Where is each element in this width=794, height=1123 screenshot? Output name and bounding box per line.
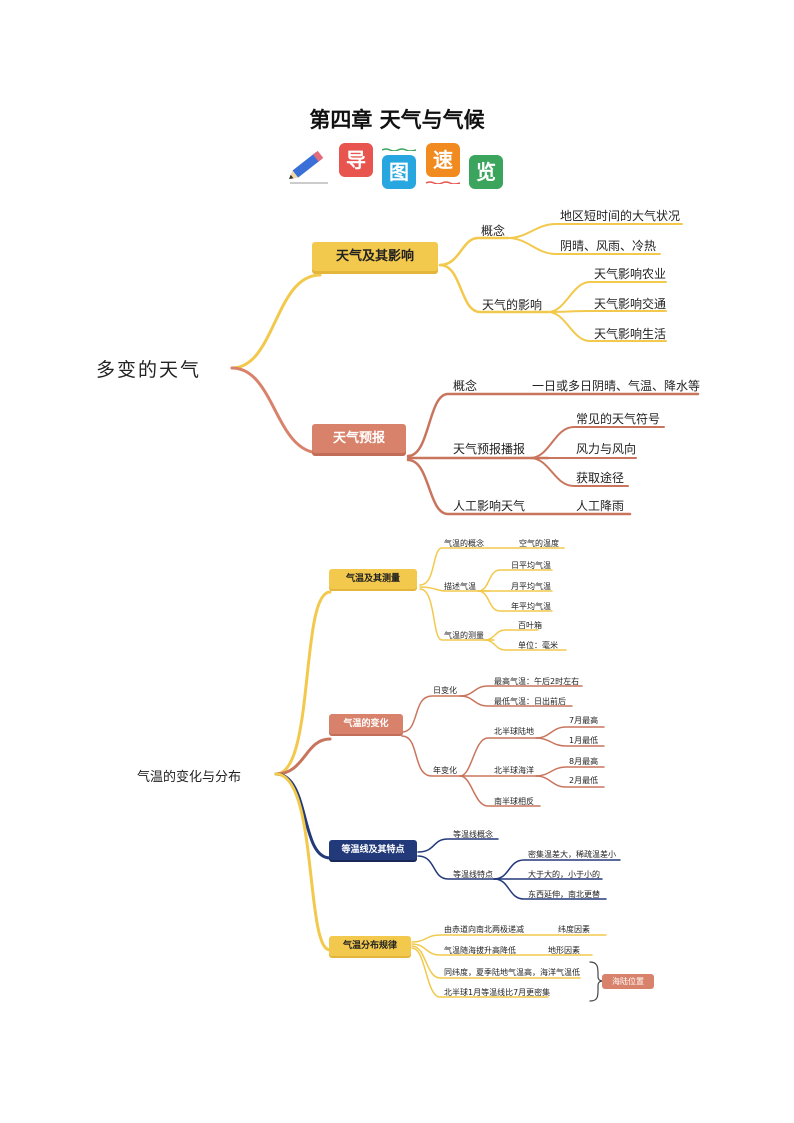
node: 日变化 xyxy=(433,686,457,695)
node: 气温的概念 xyxy=(444,539,484,548)
leaf: 日平均气温 xyxy=(511,561,551,570)
leaf: 天气影响交通 xyxy=(594,297,667,311)
node: 北半球海洋 xyxy=(494,766,534,775)
factor: 纬度因素 xyxy=(558,925,590,934)
node-concept: 概念 xyxy=(481,224,506,238)
leaf: 天气影响农业 xyxy=(594,267,667,281)
node: 北半球陆地 xyxy=(494,727,534,736)
leaf: 东西延伸，南北更替 xyxy=(528,890,600,899)
node: 等温线概念 xyxy=(453,830,493,839)
leaf: 最高气温：午后2时左右 xyxy=(494,677,580,686)
branch-measure: 气温及其测量 xyxy=(329,569,417,589)
leaf: 1月最低 xyxy=(569,736,599,745)
leaf: 年平均气温 xyxy=(511,602,551,611)
leaf: 南半球相反 xyxy=(494,797,534,806)
badge-lan: 览 xyxy=(469,155,503,189)
node-broadcast: 天气预报播报 xyxy=(453,442,526,456)
leaf: 天气影响生活 xyxy=(594,327,667,341)
node: 等温线特点 xyxy=(453,870,493,879)
leaf: 地区短时间的大气状况 xyxy=(560,209,681,223)
branch-change: 气温的变化 xyxy=(329,714,403,734)
leaf: 空气的温度 xyxy=(519,539,559,548)
badge-su: 速 xyxy=(426,143,460,177)
node-human: 人工影响天气 xyxy=(453,499,526,513)
sea-land-factor-tag: 海陆位置 xyxy=(602,974,654,989)
leaf: 人工降雨 xyxy=(576,499,625,513)
leaf: 密集温差大，稀疏温差小 xyxy=(528,850,616,859)
factor: 地形因素 xyxy=(548,946,580,955)
leaf: 一日或多日阴晴、气温、降水等 xyxy=(532,379,701,393)
branch-distribution: 气温分布规律 xyxy=(329,936,411,956)
leaf: 月平均气温 xyxy=(511,582,551,591)
root-temperature: 气温的变化与分布 xyxy=(137,770,242,785)
leaf: 风力与风向 xyxy=(576,442,637,456)
node: 气温的测量 xyxy=(444,631,484,640)
leaf: 2月最低 xyxy=(569,776,599,785)
node: 年变化 xyxy=(433,766,457,775)
leaf: 常见的天气符号 xyxy=(576,412,661,426)
wave-decoration xyxy=(426,181,460,184)
branch-weather-impact: 天气及其影响 xyxy=(312,242,438,271)
leaf: 获取途径 xyxy=(576,471,625,485)
leaf: 最低气温：日出前后 xyxy=(494,697,566,706)
leaf: 由赤道向南北两极递减 xyxy=(444,925,524,934)
leaf: 阴晴、风雨、冷热 xyxy=(560,239,657,253)
branch-forecast: 天气预报 xyxy=(312,424,406,453)
badge-dao: 导 xyxy=(339,143,373,177)
leaf: 7月最高 xyxy=(569,716,599,725)
node: 描述气温 xyxy=(444,582,476,591)
pencil-icon xyxy=(288,150,328,184)
branch-isotherm: 等温线及其特点 xyxy=(329,840,417,860)
leaf: 单位：毫米 xyxy=(518,641,558,650)
root-weather: 多变的天气 xyxy=(96,359,202,381)
leaf: 大于大的，小于小的 xyxy=(528,870,600,879)
node-concept: 概念 xyxy=(453,379,478,393)
wave-decoration xyxy=(382,148,416,151)
leaf: 北半球1月等温线比7月更密集 xyxy=(444,988,551,997)
leaf: 同纬度，夏季陆地气温高，海洋气温低 xyxy=(444,968,580,977)
page-title: 第四章 天气与气候 xyxy=(309,107,485,132)
leaf: 8月最高 xyxy=(569,757,599,766)
node-impact: 天气的影响 xyxy=(482,298,543,312)
leaf: 气温随海拔升高降低 xyxy=(444,946,516,955)
leaf: 百叶箱 xyxy=(518,621,542,630)
badge-tu: 图 xyxy=(382,155,416,189)
